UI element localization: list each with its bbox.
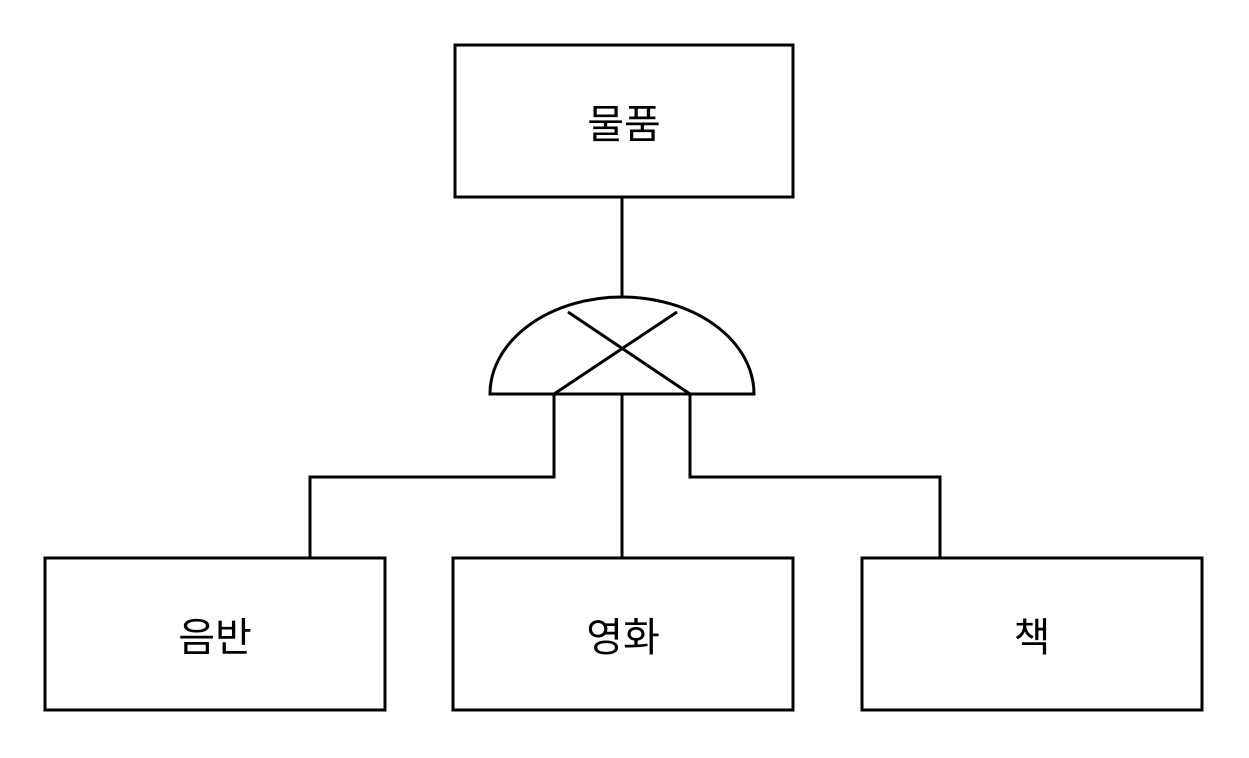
entity-box-goods[interactable] [455, 45, 793, 197]
entity-box-book[interactable] [862, 558, 1202, 710]
connector-symbol-to-album [308, 394, 556, 558]
entity-label-goods: 물품 [587, 102, 661, 148]
entity-label-movie: 영화 [586, 615, 660, 661]
exclusive-x-icon [553, 310, 678, 396]
entity-label-book: 책 [1013, 615, 1051, 661]
connector-symbol-to-book [688, 394, 942, 558]
entity-label-album: 음반 [178, 615, 252, 661]
entity-box-movie[interactable] [453, 558, 793, 710]
exclusive-x-icon-second-stroke [567, 310, 691, 396]
exclusive-arc-icon [488, 295, 756, 396]
entity-box-album[interactable] [45, 558, 385, 710]
